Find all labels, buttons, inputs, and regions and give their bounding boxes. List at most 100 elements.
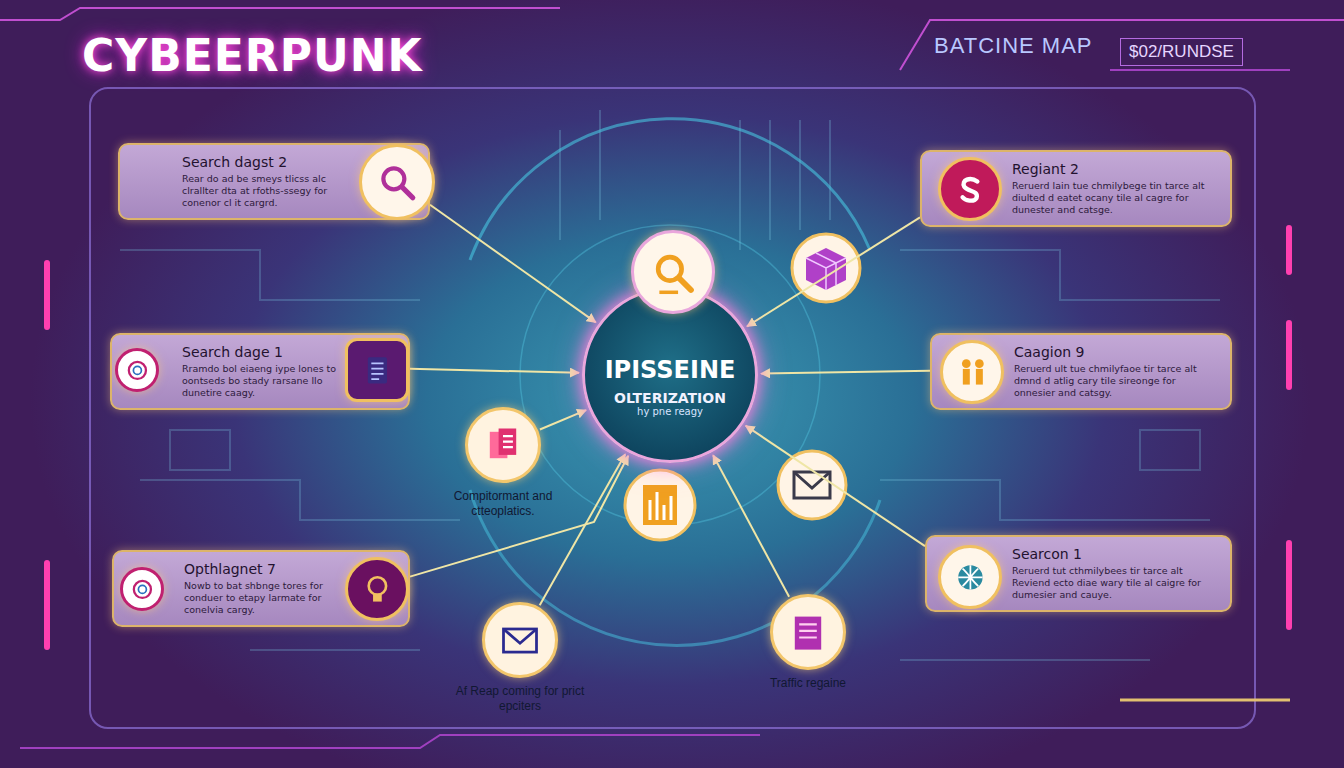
neon-bars <box>44 225 1292 650</box>
cube <box>806 248 846 290</box>
frame-line <box>900 20 1344 70</box>
icon-glyph <box>650 249 697 296</box>
icon-circle <box>345 557 409 621</box>
icon-glyph <box>953 560 988 595</box>
connector-arrow <box>747 217 920 326</box>
info-card: Caagion 9 Reruerd ult tue chmilyfaoe tir … <box>930 333 1232 410</box>
icon-shape <box>799 624 817 637</box>
card-heading: Regiant 2 <box>1012 161 1216 177</box>
icon-shape <box>795 617 821 650</box>
icon-shape <box>402 187 413 198</box>
icon-shape <box>958 565 982 589</box>
icon-glyph <box>126 359 149 382</box>
info-card: Search dagst 2 Rear do ad be smeys tlicss… <box>118 143 430 220</box>
icon-shape <box>962 179 977 201</box>
icon-caption: Traffic regaine <box>738 676 878 691</box>
hub-subtitle: OLTERIZATION <box>614 390 726 406</box>
diagram-title: CYBEERPUNK <box>82 30 423 81</box>
icon-shape <box>659 290 678 294</box>
icon-shape <box>373 594 382 601</box>
icon-glyph <box>360 572 395 607</box>
icon-circle <box>778 451 846 519</box>
card-body: Reruerd lain tue chmilybege tin tarce al… <box>1012 180 1216 216</box>
icon-circle <box>465 407 541 483</box>
icon-caption: Compitormant and ctteoplatics. <box>437 489 569 519</box>
card-heading: Searcon 1 <box>1012 546 1216 562</box>
connector-arrow <box>540 454 626 605</box>
icon-glyph <box>360 353 395 388</box>
icon-glyph <box>481 423 525 467</box>
frame-line <box>0 8 560 20</box>
chip <box>1140 430 1200 470</box>
bar-lines <box>650 492 671 520</box>
icon-node: Compitormant and ctteoplatics. <box>437 407 569 519</box>
icon-circle <box>120 567 164 611</box>
icon-shape <box>962 359 971 368</box>
info-card: Search dage 1Rramdo bol eiaeng iype lone… <box>110 333 410 410</box>
icon-circle <box>770 594 846 670</box>
neon-bar <box>44 560 50 650</box>
connector-arrow <box>540 410 586 429</box>
card-heading: Opthlagnet 7 <box>184 561 338 577</box>
icon-shape <box>128 361 145 378</box>
hub-note: hy pne reagy <box>637 406 703 417</box>
connector-arrow <box>410 369 579 373</box>
icon-shape <box>962 369 969 385</box>
bar <box>643 485 677 525</box>
icon-shape <box>138 585 146 593</box>
icon-circle <box>359 144 435 220</box>
card-body: Reruerd tut cthmilybees tir tarce alt Re… <box>1012 565 1216 601</box>
icon-shape <box>975 359 984 368</box>
icon-node: Traffic regaine <box>738 594 878 691</box>
connector-arrow <box>713 455 789 597</box>
icon-circle <box>940 340 1004 404</box>
hub-title: IPISSEINE <box>605 356 736 384</box>
icon-shape <box>133 366 141 374</box>
icon-glyph <box>953 172 988 207</box>
code-tag: $02/RUNDSE <box>1120 38 1243 66</box>
icon-node: Af Reap coming for prict epciters <box>440 602 600 714</box>
icon-glyph <box>786 610 830 654</box>
icon-shape <box>958 565 982 589</box>
icon-glyph <box>131 578 154 601</box>
icon-glyph <box>498 618 542 662</box>
envelope <box>794 472 830 498</box>
icon-glyph <box>376 161 418 203</box>
card-body: Reruerd ult tue chmilyfaoe tir tarce alt… <box>1014 363 1216 399</box>
icon-shape <box>503 436 513 447</box>
icon-circle <box>938 157 1002 221</box>
hub-circle: IPISSEINE OLTERIZATIONhy pne reagy <box>582 287 758 463</box>
icon-shape <box>504 629 537 643</box>
icon-caption: Af Reap coming for prict epciters <box>440 684 600 714</box>
chip <box>170 430 230 470</box>
frame-line <box>20 70 1290 748</box>
info-card: Opthlagnet 7 Nowb to bat shbnge tores for… <box>112 550 410 627</box>
icon-circle <box>115 348 159 392</box>
icon-circle <box>938 545 1002 609</box>
panel-outline <box>90 88 1255 728</box>
connector-arrow <box>761 371 930 374</box>
neon-bar <box>1286 540 1292 630</box>
hub-arcs <box>470 119 880 646</box>
bars-icon <box>625 470 695 540</box>
connector-arrow <box>430 205 596 323</box>
envelope-flap <box>794 472 830 488</box>
card-body: Rramdo bol eiaeng iype lones to oontseds… <box>182 363 338 399</box>
icon-shape <box>368 577 385 594</box>
icon-shape <box>504 629 537 652</box>
icon-shape <box>367 357 386 383</box>
frame-line <box>1120 699 1290 702</box>
neon-bar <box>1286 225 1292 275</box>
card-heading: Caagion 9 <box>1014 344 1216 360</box>
icon-circle <box>625 470 695 540</box>
card-body: Nowb to bat shbnge tores for conduer to … <box>184 580 338 616</box>
card-heading: Search dagst 2 <box>182 154 362 170</box>
frame <box>0 8 1344 748</box>
icon-circle <box>631 230 715 314</box>
map-label: BATCINE MAP <box>934 33 1093 59</box>
card-body: Rear do ad be smeys tlicss alc clrallter… <box>182 173 362 209</box>
icon-shape <box>679 278 691 290</box>
neon-bar <box>1286 320 1292 390</box>
connector-arrow <box>746 426 925 546</box>
